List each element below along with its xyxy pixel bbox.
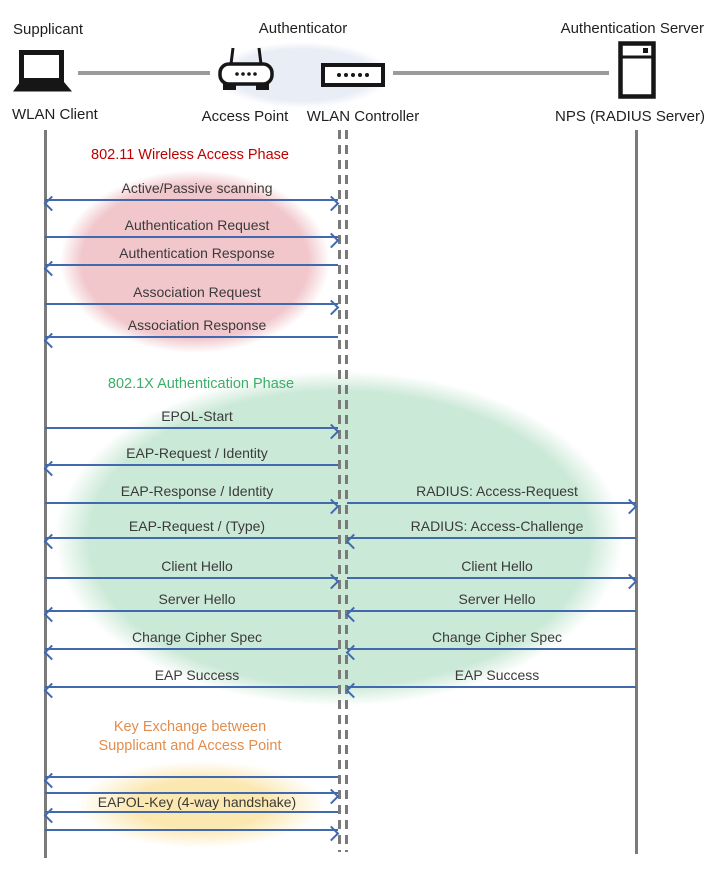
phase3-title-line2: Supplicant and Access Point xyxy=(98,738,282,754)
phase1-title: 802.11 Wireless Access Phase xyxy=(91,147,289,163)
message-arrow-7 xyxy=(45,498,340,514)
message-arrow-11 xyxy=(45,573,340,589)
message-label-2: Authentication Response xyxy=(119,245,275,261)
message-arrow-23 xyxy=(45,825,340,841)
lifeline-radius-server xyxy=(635,130,638,854)
message-arrow-16 xyxy=(345,644,636,660)
phase3-ellipse xyxy=(77,761,325,848)
message-arrow-19 xyxy=(43,772,338,788)
message-arrow-3 xyxy=(45,299,340,315)
message-label-14: Server Hello xyxy=(458,591,536,607)
message-arrow-17 xyxy=(43,682,338,698)
access-point-icon xyxy=(217,47,275,93)
laptop-icon xyxy=(13,50,73,93)
device-label-wlan-controller: WLAN Controller xyxy=(306,108,420,125)
arrowhead-right-icon xyxy=(323,825,340,841)
message-arrow-10 xyxy=(345,533,636,549)
message-arrow-0 xyxy=(43,195,340,211)
message-label-4: Association Response xyxy=(127,317,267,333)
device-label-access-point: Access Point xyxy=(201,108,289,125)
connector-line-right xyxy=(393,71,609,75)
arrowhead-right-icon xyxy=(323,299,340,315)
server-icon xyxy=(618,41,656,99)
arrowhead-right-icon xyxy=(323,788,340,804)
message-label-15: Change Cipher Spec xyxy=(132,629,262,645)
message-label-11: Client Hello xyxy=(161,558,233,574)
message-arrow-9 xyxy=(43,533,338,549)
connector-line-left xyxy=(78,71,210,75)
device-label-wlan-client: WLAN Client xyxy=(12,106,98,123)
message-label-9: EAP-Request / (Type) xyxy=(128,518,266,534)
message-label-7: EAP-Response / Identity xyxy=(120,483,274,499)
message-label-1: Authentication Request xyxy=(124,217,270,233)
lifeline-wlan-controller-left xyxy=(338,130,341,852)
wlan-controller-icon xyxy=(321,63,385,87)
lifeline-wlan-client xyxy=(44,130,47,858)
message-label-6: EAP-Request / Identity xyxy=(126,445,268,461)
message-label-16: Change Cipher Spec xyxy=(432,629,562,645)
message-arrow-6 xyxy=(43,460,338,476)
message-label-0: Active/Passive scanning xyxy=(121,180,273,196)
message-label-21: EAPOL-Key (4-way handshake) xyxy=(97,794,297,810)
message-arrow-8 xyxy=(347,498,638,514)
message-label-17: EAP Success xyxy=(154,667,240,683)
message-label-12: Client Hello xyxy=(461,558,533,574)
arrowhead-right-icon xyxy=(323,195,340,211)
message-label-13: Server Hello xyxy=(158,591,236,607)
message-label-5: EPOL-Start xyxy=(161,408,233,424)
role-label-authenticator: Authenticator xyxy=(258,20,348,37)
role-label-authentication-server: Authentication Server xyxy=(560,20,704,37)
phase3-title-line1: Key Exchange between xyxy=(113,719,267,735)
message-label-3: Association Request xyxy=(133,284,261,300)
phase3-title: Key Exchange between Supplicant and Acce… xyxy=(99,718,282,756)
message-arrow-20 xyxy=(45,788,340,804)
message-arrow-4 xyxy=(43,332,338,348)
message-arrow-1 xyxy=(45,232,340,248)
message-arrow-15 xyxy=(43,644,338,660)
role-label-supplicant: Supplicant xyxy=(13,21,84,38)
message-arrow-2 xyxy=(43,260,338,276)
message-arrow-13 xyxy=(43,606,338,622)
message-label-18: EAP Success xyxy=(454,667,540,683)
device-label-nps-radius-server: NPS (RADIUS Server) xyxy=(554,108,706,125)
phase2-title: 802.1X Authentication Phase xyxy=(107,376,295,392)
message-arrow-14 xyxy=(345,606,636,622)
message-arrow-18 xyxy=(345,682,636,698)
lifeline-wlan-controller-right xyxy=(345,130,348,852)
message-label-10: RADIUS: Access-Challenge xyxy=(410,518,584,534)
message-arrow-22 xyxy=(43,807,338,823)
message-arrow-5 xyxy=(45,423,340,439)
message-label-8: RADIUS: Access-Request xyxy=(416,483,578,499)
message-arrow-12 xyxy=(347,573,638,589)
